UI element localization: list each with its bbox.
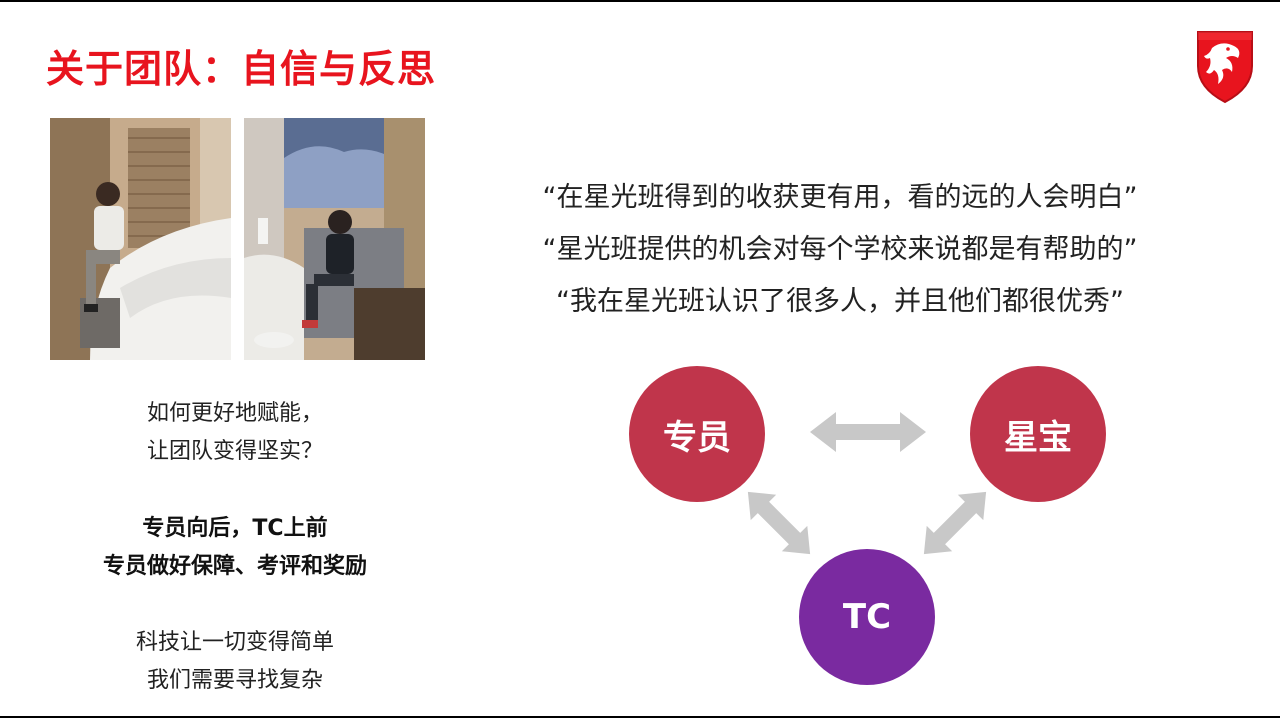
answer-line-2: 专员做好保障、考评和奖励 (102, 554, 367, 579)
node-bottom: TC (799, 549, 935, 685)
closing-line-2: 我们需要寻找复杂 (146, 668, 323, 693)
answer-line-1: 专员向后，TC上前 (142, 516, 328, 541)
bottom-border-line (0, 716, 1280, 718)
hotel-room-photo-person-on-bed-icon (50, 118, 231, 360)
question-block: 如何更好地赋能， 让团队变得坚实？ (40, 395, 430, 471)
double-arrow-left-right-icon (810, 412, 926, 452)
closing-line-1: 科技让一切变得简单 (135, 630, 334, 655)
quote-1: “在星光班得到的收获更有用，看的远的人会明白” (542, 182, 1138, 213)
node-left: 专员 (629, 366, 765, 502)
double-arrow-left-bottom-icon (747, 491, 811, 555)
quote-2: “星光班提供的机会对每个学校来说都是有帮助的” (542, 234, 1138, 265)
relationship-diagram: 专员 星宝 TC (600, 360, 1160, 700)
quotes-block: “在星光班得到的收获更有用，看的远的人会明白” “星光班提供的机会对每个学校来说… (450, 172, 1230, 328)
double-arrow-right-bottom-icon (923, 491, 987, 555)
question-line-1: 如何更好地赋能， (146, 401, 323, 426)
closing-block: 科技让一切变得简单 我们需要寻找复杂 (40, 624, 430, 700)
hotel-room-photo-person-on-sofa-icon (244, 118, 425, 360)
slide-title: 关于团队：自信与反思 (46, 47, 437, 91)
question-line-2: 让团队变得坚实？ (146, 439, 323, 464)
node-right: 星宝 (970, 366, 1106, 502)
answer-block: 专员向后，TC上前 专员做好保障、考评和奖励 (40, 510, 430, 586)
top-border-line (0, 0, 1280, 2)
quote-3: “我在星光班认识了很多人，并且他们都很优秀” (556, 286, 1124, 317)
dragon-shield-logo-icon (1192, 26, 1258, 104)
